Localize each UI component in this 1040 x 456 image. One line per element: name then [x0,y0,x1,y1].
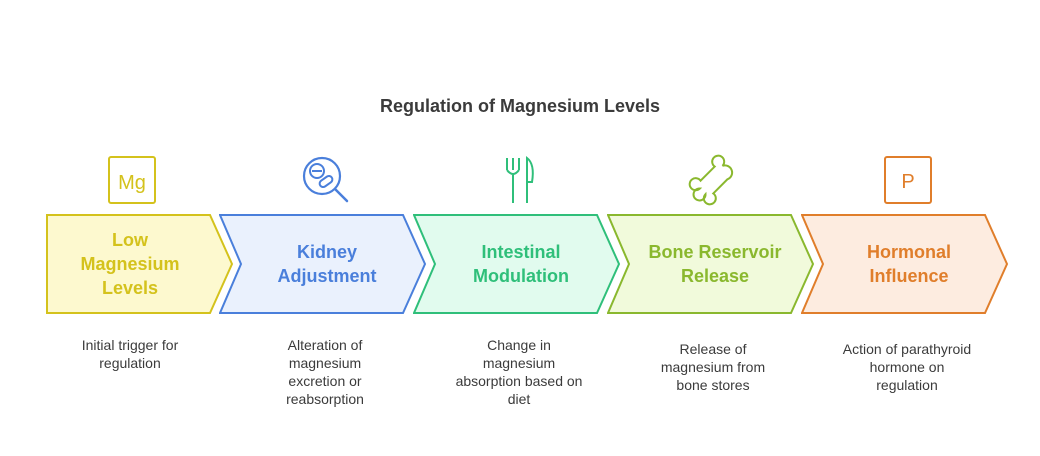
step-label-intestinal: Intestinal Modulation [473,242,569,286]
step-label-bone: Bone Reservoir Release [648,242,782,286]
step-description-low-magnesium: Initial trigger for regulation [81,337,179,371]
step-label-hormonal: Hormonal Influence [866,242,951,286]
parking-sign-icon: P [884,156,932,204]
diagram-title: Regulation of Magnesium Levels [379,96,661,116]
step-description-bone: Release of magnesium from bone stores [660,341,766,393]
icon-text: P [901,171,914,193]
step-label-kidney: Kidney Adjustment [277,242,377,286]
step-description-hormonal: Action of parathyroid hormone on regulat… [842,341,972,393]
bone-icon [688,154,734,206]
step-arrow-low-magnesium [46,214,234,314]
step-arrow-kidney [219,214,427,314]
icon-text: Mg [118,172,146,194]
step-arrow-bone [607,214,815,314]
pills-search-icon [302,156,349,203]
step-description-kidney: Alteration of magnesium excretion or rea… [286,337,364,407]
fork-knife-icon [506,155,534,203]
step-description-intestinal: Change in magnesium absorption based on … [455,337,583,407]
step-label-low-magnesium: Low Magnesium Levels [80,230,180,298]
step-arrow-hormonal [801,214,1009,314]
magnesium-symbol-icon: Mg [108,156,156,204]
step-arrow-intestinal [413,214,621,314]
